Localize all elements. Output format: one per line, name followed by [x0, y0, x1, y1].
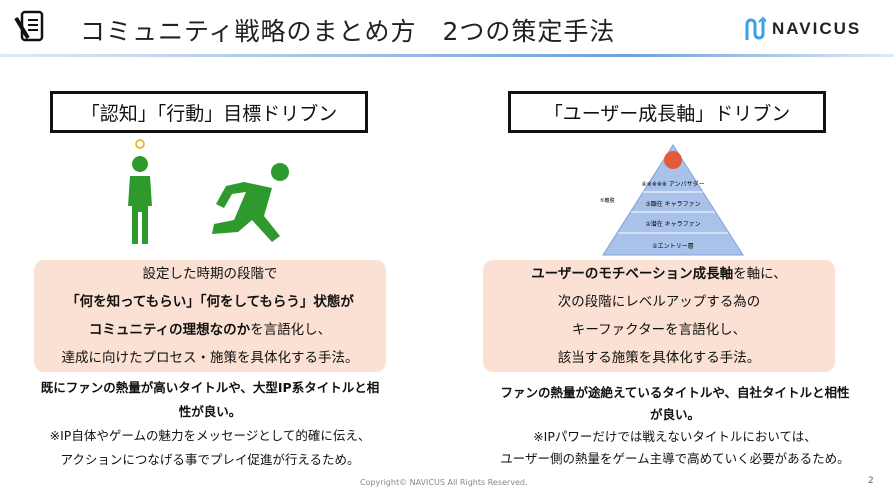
left-summary: 設定した時期の段階で 「何を知ってもらい」「何をしてもらう」状態が コミュニティ… [34, 260, 386, 372]
header: コミュニティ戦略のまとめ方 2つの策定手法 NAVICUS [0, 0, 894, 56]
pyramid-level-2: ②潜在 キャラファン [645, 220, 700, 228]
running-person-icon [212, 163, 289, 242]
pyramid-side-label: ⑤離脱 [600, 197, 614, 204]
pyramid-level-4: ④※※※※ アンバサダー [641, 180, 704, 188]
header-divider [0, 54, 894, 57]
page-number: 2 [868, 476, 874, 486]
right-heading: 「ユーザー成長軸」ドリブン [508, 91, 826, 133]
document-pen-icon [14, 10, 44, 42]
pyramid-level-3: ③顕在 キャラファン [645, 200, 700, 208]
logo-text: NAVICUS [772, 19, 862, 38]
logo-arrow-icon [745, 16, 766, 40]
pyramid-level-1: ①エントリー層 [652, 243, 693, 250]
copyright: Copyright© NAVICUS All Rights Reserved. [360, 478, 528, 487]
left-note: 既にファンの熱量が高いタイトルや、大型IP系タイトルと相性が良い。 ※IP自体や… [40, 380, 380, 467]
navicus-logo: NAVICUS [744, 16, 861, 42]
ambassador-character-icon [664, 151, 682, 169]
user-growth-pyramid: ④※※※※ アンバサダー ③顕在 キャラファン ②潜在 キャラファン ①エントリ… [600, 144, 744, 256]
right-note: ファンの熱量が途絶えているタイトルや、自社タイトルと相性が良い。 ※IPパワーだ… [500, 385, 850, 466]
left-heading: 「認知」「行動」目標ドリブン [50, 91, 368, 133]
page-title: コミュニティ戦略のまとめ方 2つの策定手法 [80, 17, 616, 46]
thinking-person-icon [128, 139, 152, 244]
right-summary: ユーザーのモチベーション成長軸を軸に、 次の段階にレベルアップする為の キーファ… [483, 260, 835, 372]
